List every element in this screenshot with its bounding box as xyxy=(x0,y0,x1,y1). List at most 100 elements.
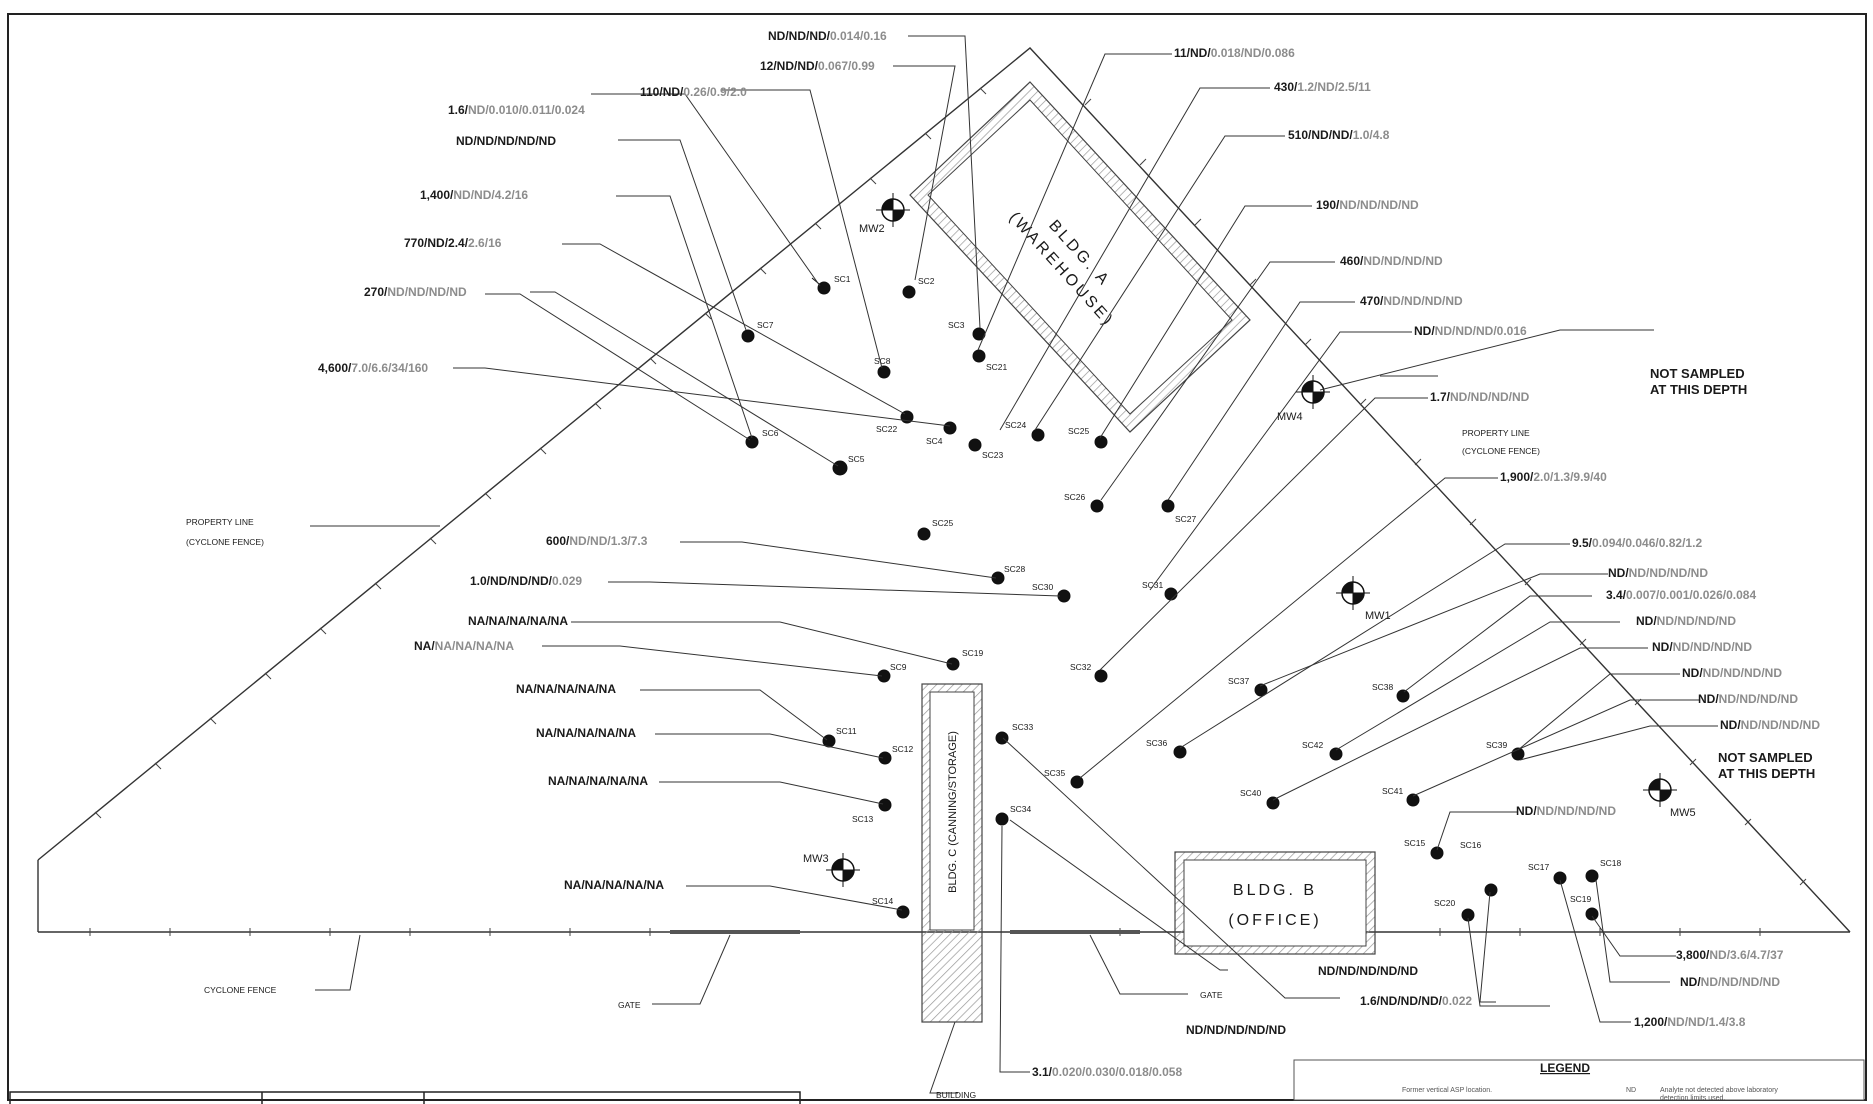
result-1: ND/ND/ND/0.014/0.16 xyxy=(768,29,887,43)
sample-sc27: SC26 xyxy=(1064,492,1104,513)
sample-sc10-label: SC19 xyxy=(962,648,984,658)
result-42: 3.1/0.020/0.030/0.018/0.058 xyxy=(1032,1065,1182,1079)
sample-sc37-label: SC37 xyxy=(1228,676,1250,686)
sample-sc20: SC20 xyxy=(1434,898,1475,922)
result-8: 470/ND/ND/ND/ND xyxy=(1360,294,1463,308)
monitoring-well-mw2: MW2 xyxy=(859,193,910,235)
result-7: 460/ND/ND/ND/ND xyxy=(1340,254,1443,268)
sample-sc8: SC8 xyxy=(874,356,891,379)
result-23: NA/NA/NA/NA/NA xyxy=(516,682,616,696)
sample-sc13: SC13 xyxy=(852,798,892,824)
monitoring-well-mw3: MW3 xyxy=(803,853,860,887)
sample-sc15: SC15 xyxy=(1404,838,1444,860)
sample-sc40-label: SC40 xyxy=(1240,788,1262,798)
result-11: 1,900/2.0/1.3/9.9/40 xyxy=(1500,470,1607,484)
sample-sc34-label: SC34 xyxy=(1010,804,1032,814)
sample-sc39-label: SC39 xyxy=(1486,740,1508,750)
result-39: 3,800/ND/3.6/4.7/37 xyxy=(1676,948,1784,962)
property-line-right-1: PROPERTY LINE xyxy=(1462,428,1530,438)
legend-key-2: ND xyxy=(1626,1087,1636,1094)
sample-sc5: SC5 xyxy=(832,454,865,476)
sample-sc11-label: SC11 xyxy=(836,726,857,736)
gate-right-label: GATE xyxy=(1200,990,1223,1000)
result-18: 4,600/7.0/6.6/34/160 xyxy=(318,361,428,375)
property-line-left-1: PROPERTY LINE xyxy=(186,517,254,527)
sample-sc19-label: SC19 xyxy=(1570,894,1592,904)
sample-sc9: SC9 xyxy=(877,662,907,683)
sample-sc14-label: SC14 xyxy=(872,896,894,906)
sample-sc29-label: SC28 xyxy=(1004,564,1026,574)
result-36: ND/ND/ND/ND/ND xyxy=(1318,964,1418,978)
sample-sc4-label: SC4 xyxy=(926,436,943,446)
sample-sc38: SC38 xyxy=(1372,682,1410,703)
sample-sc12-label: SC12 xyxy=(892,744,914,754)
result-6: 190/ND/ND/ND/ND xyxy=(1316,198,1419,212)
sample-sc6: SC6 xyxy=(745,428,779,449)
sample-sc2: SC2 xyxy=(902,276,935,299)
sample-sc41: SC41 xyxy=(1382,786,1420,807)
mw5-label: MW5 xyxy=(1670,807,1696,819)
result-27: 9.5/0.094/0.046/0.82/1.2 xyxy=(1572,536,1702,550)
sample-sc19: SC19 xyxy=(1570,894,1599,921)
sample-sc10: SC19 xyxy=(946,648,984,671)
legend: LEGEND Former vertical ASP location. ND … xyxy=(1293,1059,1865,1102)
result-40: ND/ND/ND/ND/ND xyxy=(1680,975,1780,989)
result-31: ND/ND/ND/ND/ND xyxy=(1652,640,1752,654)
sample-sc7: SC7 xyxy=(741,320,774,343)
leader-lines xyxy=(310,35,1718,1094)
sample-sc3-label: SC3 xyxy=(948,320,965,330)
sample-sc22-label: SC22 xyxy=(876,424,898,434)
result-13: 1.6/ND/0.010/0.011/0.024 xyxy=(448,103,585,117)
result-15: 1,400/ND/ND/4.2/16 xyxy=(420,188,528,202)
result-9: ND/ND/ND/ND/0.016 xyxy=(1414,324,1527,338)
result-19: 600/ND/ND/1.3/7.3 xyxy=(546,534,648,548)
sample-sc38-label: SC38 xyxy=(1372,682,1394,692)
result-22: NA/NA/NA/NA/NA xyxy=(414,639,514,653)
result-34: ND/ND/ND/ND/ND xyxy=(1720,718,1820,732)
sample-sc29: SC28 xyxy=(991,564,1026,585)
result-33: ND/ND/ND/ND/ND xyxy=(1698,692,1798,706)
not-sampled-1-line2: AT THIS DEPTH xyxy=(1650,382,1747,397)
sample-sc30-label: SC30 xyxy=(1032,582,1054,592)
result-16: 770/ND/2.4/2.6/16 xyxy=(404,236,502,250)
result-28: ND/ND/ND/ND/ND xyxy=(1608,566,1708,580)
sample-sc28-label: SC27 xyxy=(1175,514,1197,524)
sample-sc5-label: SC5 xyxy=(848,454,865,464)
monitoring-well-mw4: MW4 xyxy=(1277,375,1330,423)
legend-title: LEGEND xyxy=(1540,1061,1590,1075)
result-38: ND/ND/ND/ND/ND xyxy=(1186,1023,1286,1037)
sample-sc24-label: SC24 xyxy=(1005,420,1027,430)
mw1-label: MW1 xyxy=(1365,610,1391,622)
sample-sc37: SC37 xyxy=(1228,676,1268,697)
sample-sc31-label: SC31 xyxy=(1142,580,1164,590)
sample-points: SC1 SC2 SC3 SC21 SC7 SC8 SC22 SC4 SC23 S… xyxy=(741,274,1622,922)
sample-sc17: SC17 xyxy=(1528,862,1567,885)
result-35: ND/ND/ND/ND/ND xyxy=(1516,804,1616,818)
result-20: 1.0/ND/ND/ND/0.029 xyxy=(470,574,582,588)
result-17: 270/ND/ND/ND/ND xyxy=(364,285,467,299)
result-41: 1,200/ND/ND/1.4/3.8 xyxy=(1634,1015,1746,1029)
sample-sc1: SC1 xyxy=(811,274,851,295)
legend-entry-2b: detection limits used. xyxy=(1660,1095,1725,1102)
result-10: 1.7/ND/ND/ND/ND xyxy=(1430,390,1530,404)
legend-entry-1: Former vertical ASP location. xyxy=(1402,1087,1492,1094)
gate-left-label: GATE xyxy=(618,1000,641,1010)
sample-sc17-label: SC17 xyxy=(1528,862,1550,872)
sample-sc36-label: SC36 xyxy=(1146,738,1168,748)
sample-sc4: SC4 xyxy=(926,421,957,446)
result-24: NA/NA/NA/NA/NA xyxy=(536,726,636,740)
sample-sc16-label: SC16 xyxy=(1460,840,1482,850)
sample-sc26: SC25 xyxy=(917,518,954,541)
result-labels: ND/ND/ND/0.014/0.16 12/ND/ND/0.067/0.99 … xyxy=(318,29,1820,1079)
sample-sc26-label: SC25 xyxy=(932,518,954,528)
site-labels: NOT SAMPLED AT THIS DEPTH NOT SAMPLED AT… xyxy=(186,366,1815,1100)
cyclone-fence-label: CYCLONE FENCE xyxy=(204,985,277,995)
sample-sc41-label: SC41 xyxy=(1382,786,1404,796)
sample-sc23-label: SC23 xyxy=(982,450,1004,460)
sample-sc35-label: SC35 xyxy=(1044,768,1066,778)
sample-sc18: SC18 xyxy=(1585,858,1622,883)
sample-sc7-label: SC7 xyxy=(757,320,774,330)
mw4-label: MW4 xyxy=(1277,411,1303,423)
title-block xyxy=(9,1091,801,1104)
